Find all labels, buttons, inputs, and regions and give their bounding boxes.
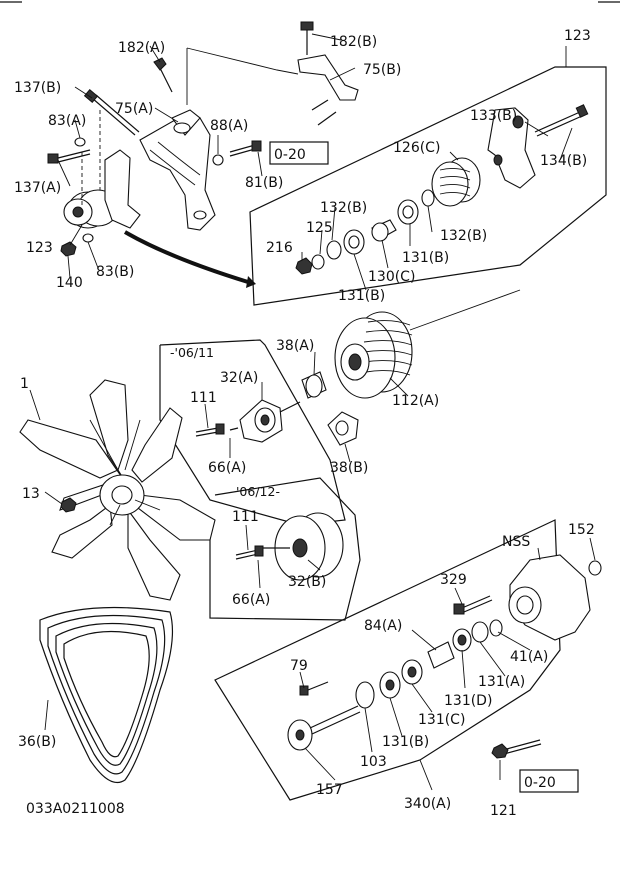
label: 329 xyxy=(440,572,467,588)
ref-box xyxy=(269,141,329,165)
label: 131(C) xyxy=(418,712,465,728)
ref-box xyxy=(519,769,579,793)
label: 131(D) xyxy=(444,693,492,709)
label: 38(A) xyxy=(276,338,314,354)
label: NSS xyxy=(502,534,530,550)
label: 83(A) xyxy=(48,113,86,129)
label: 137(A) xyxy=(14,180,61,196)
label: 41(A) xyxy=(510,649,548,665)
label: 111 xyxy=(232,509,259,525)
label: 75(A) xyxy=(115,101,153,117)
label: 131(A) xyxy=(478,674,525,690)
label: 132(B) xyxy=(320,200,367,216)
label: 131(B) xyxy=(338,288,385,304)
label: 83(B) xyxy=(96,264,134,280)
shaft-exploded-parts xyxy=(287,554,602,751)
label: 88(A) xyxy=(210,118,248,134)
label: 84(A) xyxy=(364,618,402,634)
label: 140 xyxy=(56,275,83,291)
label: 38(B) xyxy=(330,460,368,476)
label: 133(B) xyxy=(470,108,517,124)
label: 182(A) xyxy=(118,40,165,56)
drawing-number: 033A0211008 xyxy=(26,801,125,817)
label: 123 xyxy=(564,28,591,44)
label: 103 xyxy=(360,754,387,770)
label: 131(B) xyxy=(382,734,429,750)
label: 340(A) xyxy=(404,796,451,812)
label: 111 xyxy=(190,390,217,406)
variant-frame-a xyxy=(159,339,346,526)
label: 121 xyxy=(490,803,517,819)
label: 157 xyxy=(316,782,343,798)
fan-coupling-b xyxy=(262,512,344,581)
label: 13 xyxy=(22,486,40,502)
label: 75(B) xyxy=(363,62,401,78)
pulley-detail-frame xyxy=(249,66,607,306)
label: 81(B) xyxy=(245,175,283,191)
label: 130(C) xyxy=(368,269,415,285)
label: 125 xyxy=(306,220,333,236)
label: 66(A) xyxy=(208,460,246,476)
idler-bracket-group xyxy=(47,21,359,257)
drive-belt xyxy=(39,606,174,784)
label: 66(A) xyxy=(232,592,270,608)
label: 216 xyxy=(266,240,293,256)
shaft-detail-frame xyxy=(214,519,561,801)
label: 112(A) xyxy=(392,393,439,409)
label: 36(B) xyxy=(18,734,56,750)
label: 126(C) xyxy=(393,140,440,156)
part-labels: 182(A) 182(B) 123 137(B) 75(B) 75(A) 83(… xyxy=(14,28,595,819)
variant-frame-b xyxy=(209,477,361,621)
label: 131(B) xyxy=(402,250,449,266)
label: 123 xyxy=(26,240,53,256)
label: 32(B) xyxy=(288,574,326,590)
leader-lines xyxy=(29,33,596,781)
variant-date-label: -'06/11 xyxy=(170,345,214,360)
pulley-exploded-parts xyxy=(295,104,589,275)
callout-arrow xyxy=(123,230,249,284)
label: 152 xyxy=(568,522,595,538)
ref-box-label: 0-20 xyxy=(274,147,306,163)
label: 182(B) xyxy=(330,34,377,50)
label: 1 xyxy=(20,376,29,392)
fan-blade xyxy=(19,379,216,601)
label: 137(B) xyxy=(14,80,61,96)
label: 79 xyxy=(290,658,308,674)
variant-date-label: '06/12- xyxy=(236,484,280,499)
fan-pulley xyxy=(334,289,521,399)
label: 132(B) xyxy=(440,228,487,244)
label: 134(B) xyxy=(540,153,587,169)
ref-box-label: 0-20 xyxy=(524,775,556,791)
label: 32(A) xyxy=(220,370,258,386)
fan-coupling-a xyxy=(239,399,301,443)
